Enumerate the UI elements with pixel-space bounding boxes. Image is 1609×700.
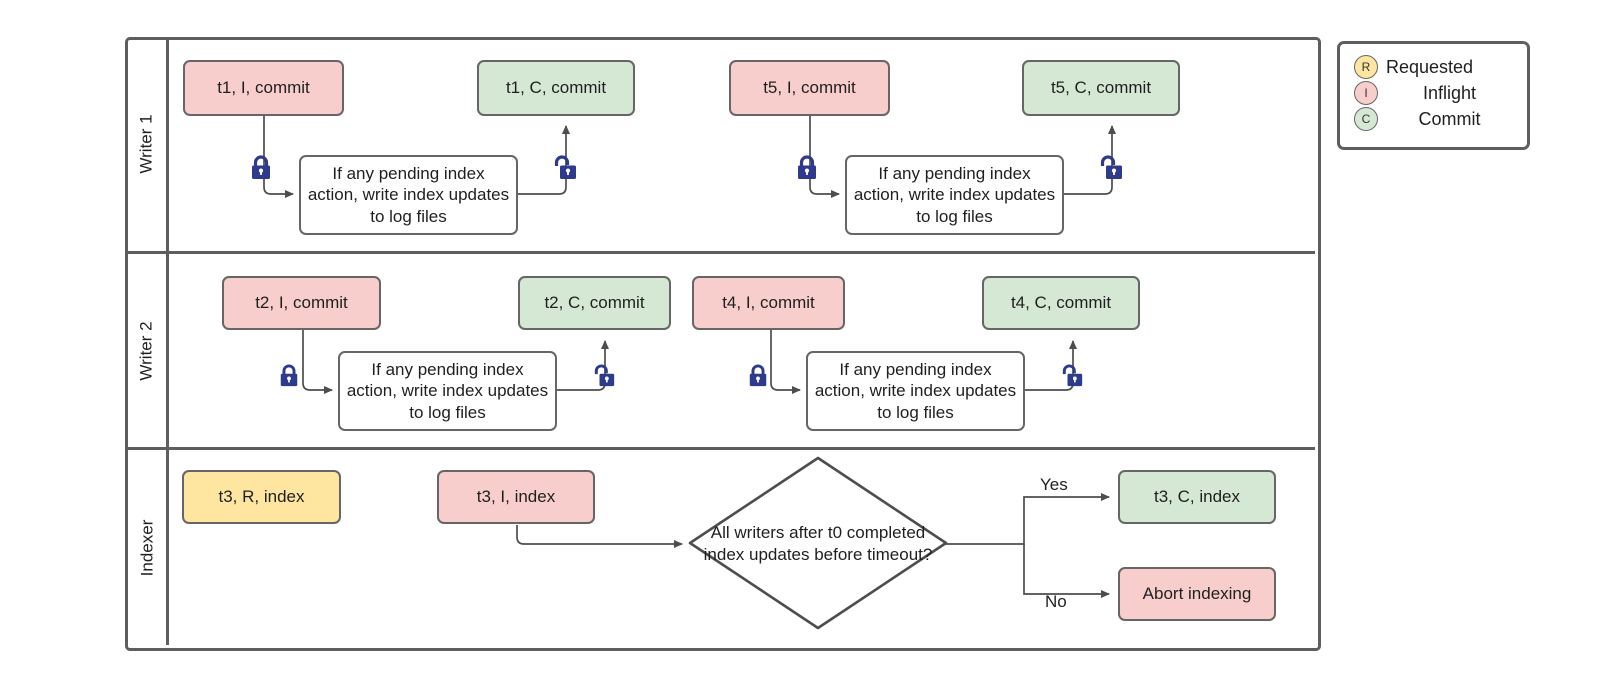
- commit-badge-icon: C: [1354, 107, 1378, 131]
- lock-closed-icon: [249, 155, 273, 186]
- lane-label-writer-1: Writer 1: [125, 37, 169, 251]
- node-t3-inflight[interactable]: t3, I, index: [437, 470, 595, 524]
- node-t4-index-write-process[interactable]: If any pending index action, write index…: [806, 351, 1025, 431]
- node-t1-index-write-process[interactable]: If any pending index action, write index…: [299, 155, 518, 235]
- lane-label-writer-1-text: Writer 1: [137, 114, 157, 174]
- lock-open-icon: [594, 364, 616, 393]
- node-t5-index-write-process[interactable]: If any pending index action, write index…: [845, 155, 1064, 235]
- legend-label-commit: Commit: [1418, 108, 1481, 129]
- node-t5-commit[interactable]: t5, C, commit: [1022, 60, 1180, 116]
- inflight-badge-icon: I: [1354, 81, 1378, 105]
- inflight-badge-letter: I: [1364, 86, 1368, 100]
- lock-open-icon: [1100, 155, 1124, 186]
- edge-label-yes: Yes: [1040, 475, 1068, 494]
- legend-item-requested: R Requested: [1354, 54, 1513, 80]
- node-t2-inflight[interactable]: t2, I, commit: [222, 276, 381, 330]
- decision-label: All writers after t0 completed index upd…: [703, 523, 933, 564]
- node-t1-commit[interactable]: t1, C, commit: [477, 60, 635, 116]
- node-t3-requested[interactable]: t3, R, index: [182, 470, 341, 524]
- requested-badge-icon: R: [1354, 55, 1378, 79]
- lock-closed-icon: [747, 364, 769, 393]
- lane-label-indexer-text: Indexer: [137, 519, 157, 576]
- legend-label-requested: Requested: [1386, 56, 1474, 77]
- legend-item-commit: C Commit: [1354, 106, 1513, 132]
- commit-badge-letter: C: [1361, 112, 1371, 126]
- lane-label-column-divider: [166, 37, 169, 645]
- node-t4-inflight[interactable]: t4, I, commit: [692, 276, 845, 330]
- lane-label-writer-2: Writer 2: [125, 254, 169, 447]
- node-abort-indexing[interactable]: Abort indexing: [1118, 567, 1276, 621]
- requested-badge-letter: R: [1361, 60, 1371, 74]
- node-t1-inflight[interactable]: t1, I, commit: [183, 60, 344, 116]
- node-t2-commit[interactable]: t2, C, commit: [518, 276, 671, 330]
- lane-label-indexer: Indexer: [125, 450, 169, 645]
- lock-open-icon: [554, 155, 578, 186]
- node-t4-commit[interactable]: t4, C, commit: [982, 276, 1140, 330]
- lane-divider-1: [125, 251, 1315, 254]
- lock-closed-icon: [278, 364, 300, 393]
- node-t5-inflight[interactable]: t5, I, commit: [729, 60, 890, 116]
- swimlane-pool: [125, 37, 1321, 651]
- lock-open-icon: [1062, 364, 1084, 393]
- legend-panel: R Requested I Inflight C Commit: [1337, 41, 1530, 150]
- legend-item-inflight: I Inflight: [1354, 80, 1513, 106]
- edge-label-no: No: [1045, 592, 1067, 611]
- node-decision-all-writers-completed[interactable]: All writers after t0 completed index upd…: [700, 505, 936, 583]
- lock-closed-icon: [795, 155, 819, 186]
- node-t2-index-write-process[interactable]: If any pending index action, write index…: [338, 351, 557, 431]
- legend-label-inflight: Inflight: [1422, 82, 1477, 103]
- node-t3-commit[interactable]: t3, C, index: [1118, 470, 1276, 524]
- lane-label-writer-2-text: Writer 2: [137, 320, 157, 381]
- lane-divider-2: [125, 447, 1315, 450]
